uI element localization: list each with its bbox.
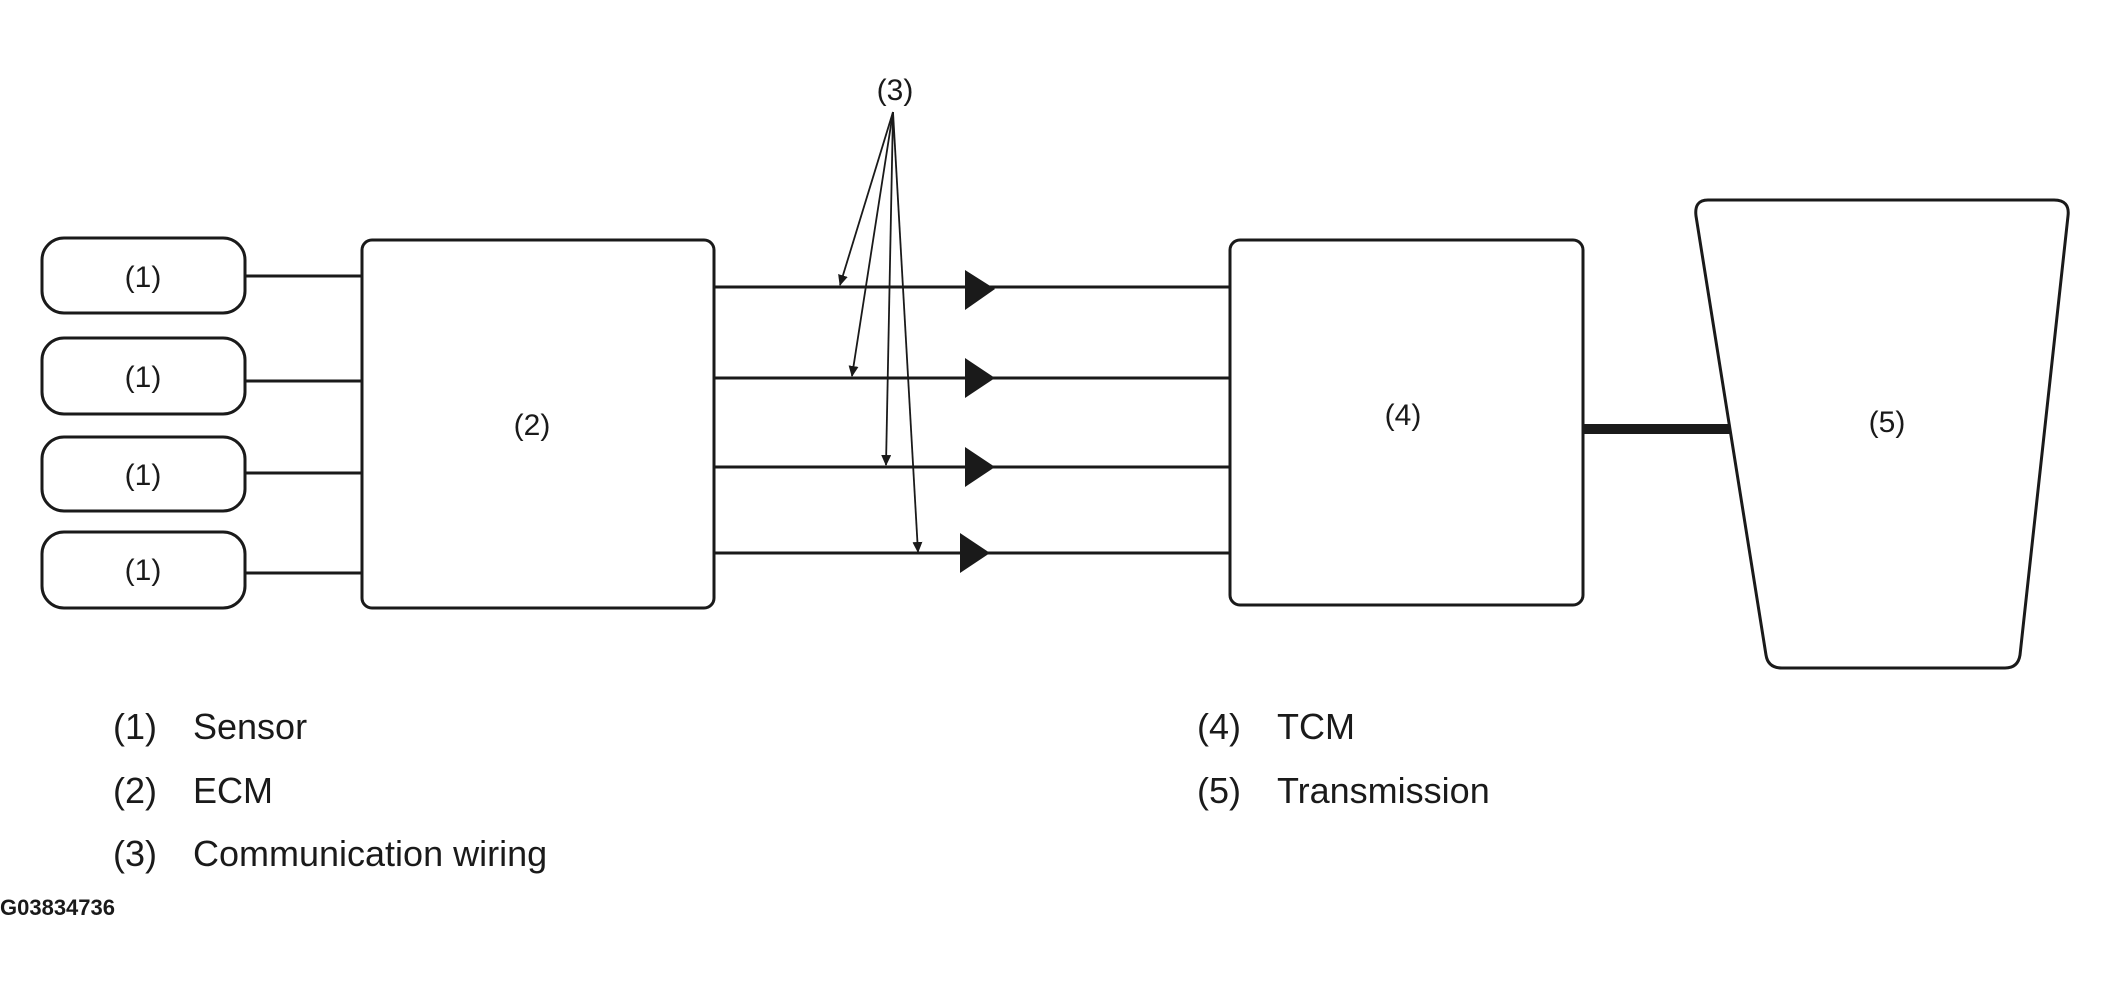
transmission-shape: (5) — [1694, 198, 2070, 670]
signal-arrowhead — [965, 447, 995, 487]
legend-number: (3) — [113, 833, 157, 874]
signal-arrowhead — [960, 533, 990, 573]
legend-item-transmission: (5) Transmission — [1197, 770, 1490, 812]
sensor-1: (1) — [40, 236, 247, 315]
legend-text: ECM — [193, 770, 273, 811]
sensor-label: (1) — [125, 261, 162, 294]
transmission-label: (5) — [1869, 406, 1906, 439]
sensor-label: (1) — [125, 459, 162, 492]
legend-text: Transmission — [1277, 770, 1490, 811]
signal-arrowhead — [965, 358, 995, 398]
sensor-4: (1) — [40, 530, 247, 610]
tcm-box: (4) — [1228, 238, 1585, 607]
legend-number: (5) — [1197, 770, 1241, 811]
sensor-label: (1) — [125, 361, 162, 394]
legend-item-wiring: (3) Communication wiring — [113, 833, 547, 875]
ecm-box: (2) — [360, 238, 716, 610]
signal-arrowhead — [965, 270, 995, 310]
legend-text: Sensor — [193, 706, 308, 747]
sensor-3: (1) — [40, 435, 247, 513]
figure-id: G03834736 — [0, 895, 115, 920]
legend-number: (2) — [113, 770, 157, 811]
wiring-callout-label: (3) — [877, 74, 914, 107]
ecm-label: (2) — [514, 409, 551, 442]
legend-text: TCM — [1277, 706, 1355, 747]
tcm-label: (4) — [1385, 399, 1422, 432]
legend-item-sensor: (1) Sensor — [113, 706, 307, 748]
legend-item-tcm: (4) TCM — [1197, 706, 1355, 748]
wiring-callout-leaders — [838, 111, 923, 553]
sensor-label: (1) — [125, 554, 162, 587]
legend-number: (4) — [1197, 706, 1241, 747]
legend-text: Communication wiring — [193, 833, 548, 874]
legend-number: (1) — [113, 706, 157, 747]
legend-item-ecm: (2) ECM — [113, 770, 273, 812]
sensor-2: (1) — [40, 336, 247, 416]
